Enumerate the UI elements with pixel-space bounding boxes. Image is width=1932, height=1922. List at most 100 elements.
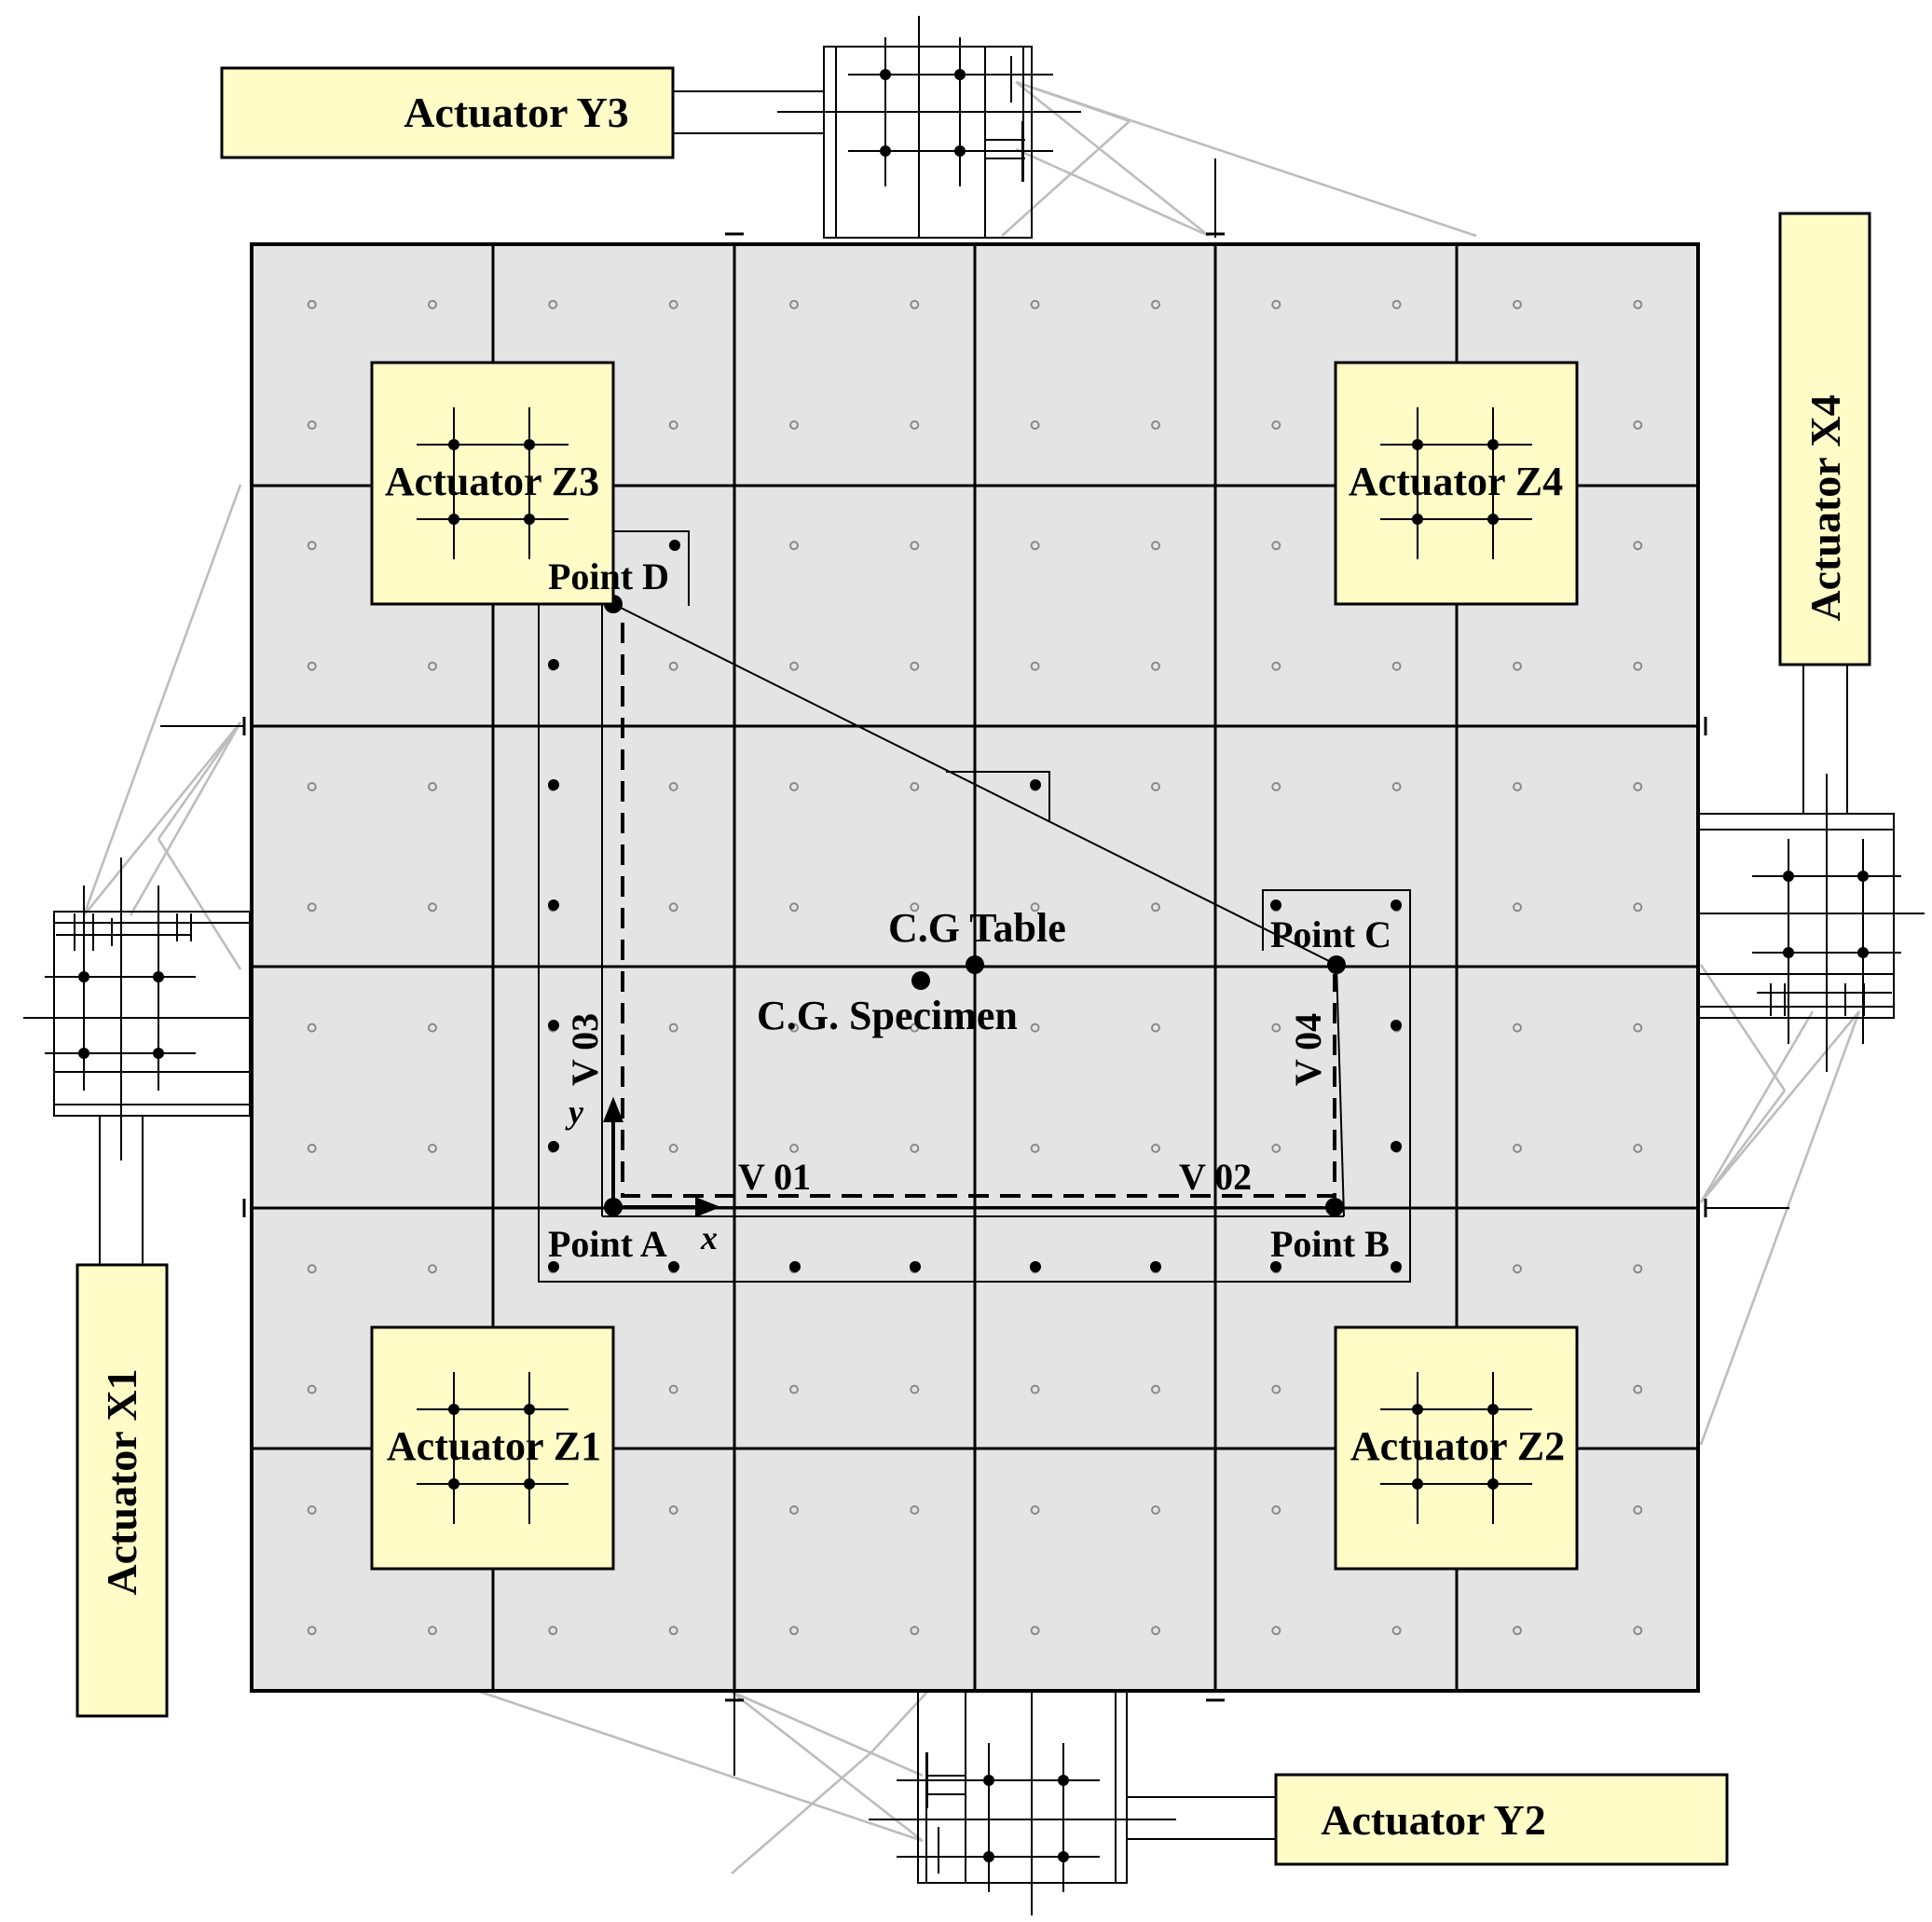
anchor-hole bbox=[1513, 902, 1522, 913]
anchor-hole bbox=[789, 1505, 799, 1515]
anchor-hole bbox=[1151, 1023, 1160, 1033]
anchor-hole bbox=[1030, 541, 1040, 551]
anchor-hole bbox=[1151, 1505, 1160, 1515]
anchor-hole bbox=[1633, 420, 1643, 430]
actuator-z2-label: Actuator Z2 bbox=[1350, 1423, 1565, 1469]
anchor-hole bbox=[1391, 1626, 1402, 1636]
anchor-hole bbox=[1271, 1144, 1281, 1153]
anchor-hole bbox=[1513, 661, 1522, 671]
anchor-hole bbox=[789, 1023, 799, 1033]
diagonal-brace bbox=[612, 603, 1337, 966]
anchor-hole bbox=[1030, 1384, 1040, 1394]
actuator-z1: Actuator Z1 bbox=[370, 1325, 615, 1571]
specimen-bolt bbox=[1391, 1261, 1402, 1272]
anchor-hole bbox=[1030, 299, 1040, 309]
cg-table-label: C.G Table bbox=[888, 905, 1066, 951]
anchor-hole bbox=[1151, 1626, 1160, 1636]
anchor-hole bbox=[910, 782, 920, 791]
anchor-hole bbox=[789, 541, 799, 551]
anchor-hole bbox=[307, 1264, 317, 1274]
point-d-label: Point D bbox=[548, 556, 669, 597]
specimen-bolt bbox=[789, 1261, 801, 1272]
anchor-hole bbox=[1633, 1626, 1643, 1636]
anchor-hole bbox=[1271, 1626, 1281, 1636]
anchor-hole bbox=[428, 1626, 437, 1636]
anchor-hole bbox=[668, 299, 678, 309]
specimen-bolt bbox=[548, 1261, 559, 1272]
anchor-hole bbox=[307, 1505, 317, 1515]
sensor-v02-label: V 02 bbox=[1179, 1156, 1252, 1198]
anchor-hole bbox=[668, 782, 678, 791]
specimen-frame bbox=[538, 530, 1411, 1283]
anchor-hole bbox=[668, 1384, 678, 1394]
anchor-hole bbox=[668, 661, 678, 671]
specimen-bolt bbox=[1391, 1020, 1402, 1031]
anchor-hole bbox=[1513, 1264, 1522, 1274]
local-axes bbox=[603, 1096, 721, 1217]
anchor-hole bbox=[1151, 299, 1160, 309]
bracing-struts bbox=[82, 80, 1861, 1874]
anchor-hole bbox=[1633, 1264, 1643, 1274]
anchor-hole bbox=[910, 420, 920, 430]
specimen-bolt bbox=[1030, 779, 1041, 790]
anchor-hole bbox=[1633, 661, 1643, 671]
anchor-hole bbox=[668, 902, 678, 913]
anchor-hole bbox=[1391, 661, 1402, 671]
specimen-bolt bbox=[548, 659, 559, 670]
y-axis-label: y bbox=[565, 1093, 584, 1131]
anchor-hole bbox=[1271, 299, 1281, 309]
anchor-hole bbox=[789, 782, 799, 791]
anchor-hole bbox=[910, 1626, 920, 1636]
actuator-y2-label: Actuator Y2 bbox=[1321, 1796, 1545, 1844]
anchor-hole bbox=[910, 541, 920, 551]
specimen-bolt bbox=[1391, 899, 1402, 911]
actuator-x4-label: Actuator X4 bbox=[1802, 394, 1849, 621]
anchor-hole bbox=[1151, 420, 1160, 430]
specimen-bolt bbox=[668, 1261, 679, 1272]
cg-specimen-marker bbox=[911, 971, 930, 990]
anchor-hole bbox=[1633, 1144, 1643, 1153]
anchor-hole bbox=[1030, 1023, 1040, 1033]
point-a-label: Point A bbox=[548, 1223, 667, 1265]
anchor-hole bbox=[428, 1023, 437, 1033]
anchor-hole bbox=[1030, 420, 1040, 430]
anchor-hole bbox=[307, 299, 317, 309]
actuator-x4: Actuator X4 bbox=[1697, 212, 1925, 1072]
point-a-marker bbox=[604, 1198, 623, 1216]
anchor-hole bbox=[1633, 541, 1643, 551]
anchor-hole bbox=[307, 661, 317, 671]
anchor-hole bbox=[307, 420, 317, 430]
anchor-hole bbox=[1391, 782, 1402, 791]
anchor-hole bbox=[1271, 420, 1281, 430]
anchor-hole bbox=[1271, 541, 1281, 551]
anchor-hole bbox=[1151, 541, 1160, 551]
anchor-hole bbox=[668, 420, 678, 430]
anchor-hole bbox=[1633, 1505, 1643, 1515]
specimen-bolt bbox=[1150, 1261, 1161, 1272]
specimen-bolt bbox=[548, 779, 559, 790]
anchor-hole bbox=[1271, 1505, 1281, 1515]
anchor-hole bbox=[1513, 1023, 1522, 1033]
specimen-bolts bbox=[548, 540, 1402, 1272]
anchor-hole bbox=[1030, 1505, 1040, 1515]
anchor-hole bbox=[548, 299, 558, 309]
anchor-hole bbox=[1633, 902, 1643, 913]
specimen-bolt bbox=[1391, 1141, 1402, 1152]
anchor-hole bbox=[1271, 1023, 1281, 1033]
anchor-hole bbox=[1271, 661, 1281, 671]
anchor-hole bbox=[1151, 1384, 1160, 1394]
actuator-y3-label: Actuator Y3 bbox=[404, 89, 628, 136]
anchor-hole bbox=[1513, 299, 1522, 309]
actuator-x1-label: Actuator X1 bbox=[98, 1368, 145, 1595]
anchor-hole bbox=[668, 1144, 678, 1153]
anchor-hole bbox=[1151, 902, 1160, 913]
anchor-hole bbox=[307, 902, 317, 913]
actuator-z2: Actuator Z2 bbox=[1334, 1325, 1579, 1571]
anchor-hole bbox=[428, 299, 437, 309]
anchor-hole bbox=[307, 1384, 317, 1394]
anchor-hole bbox=[910, 902, 920, 913]
anchor-hole bbox=[307, 1626, 317, 1636]
anchor-hole bbox=[1513, 1626, 1522, 1636]
anchor-hole bbox=[668, 1505, 678, 1515]
